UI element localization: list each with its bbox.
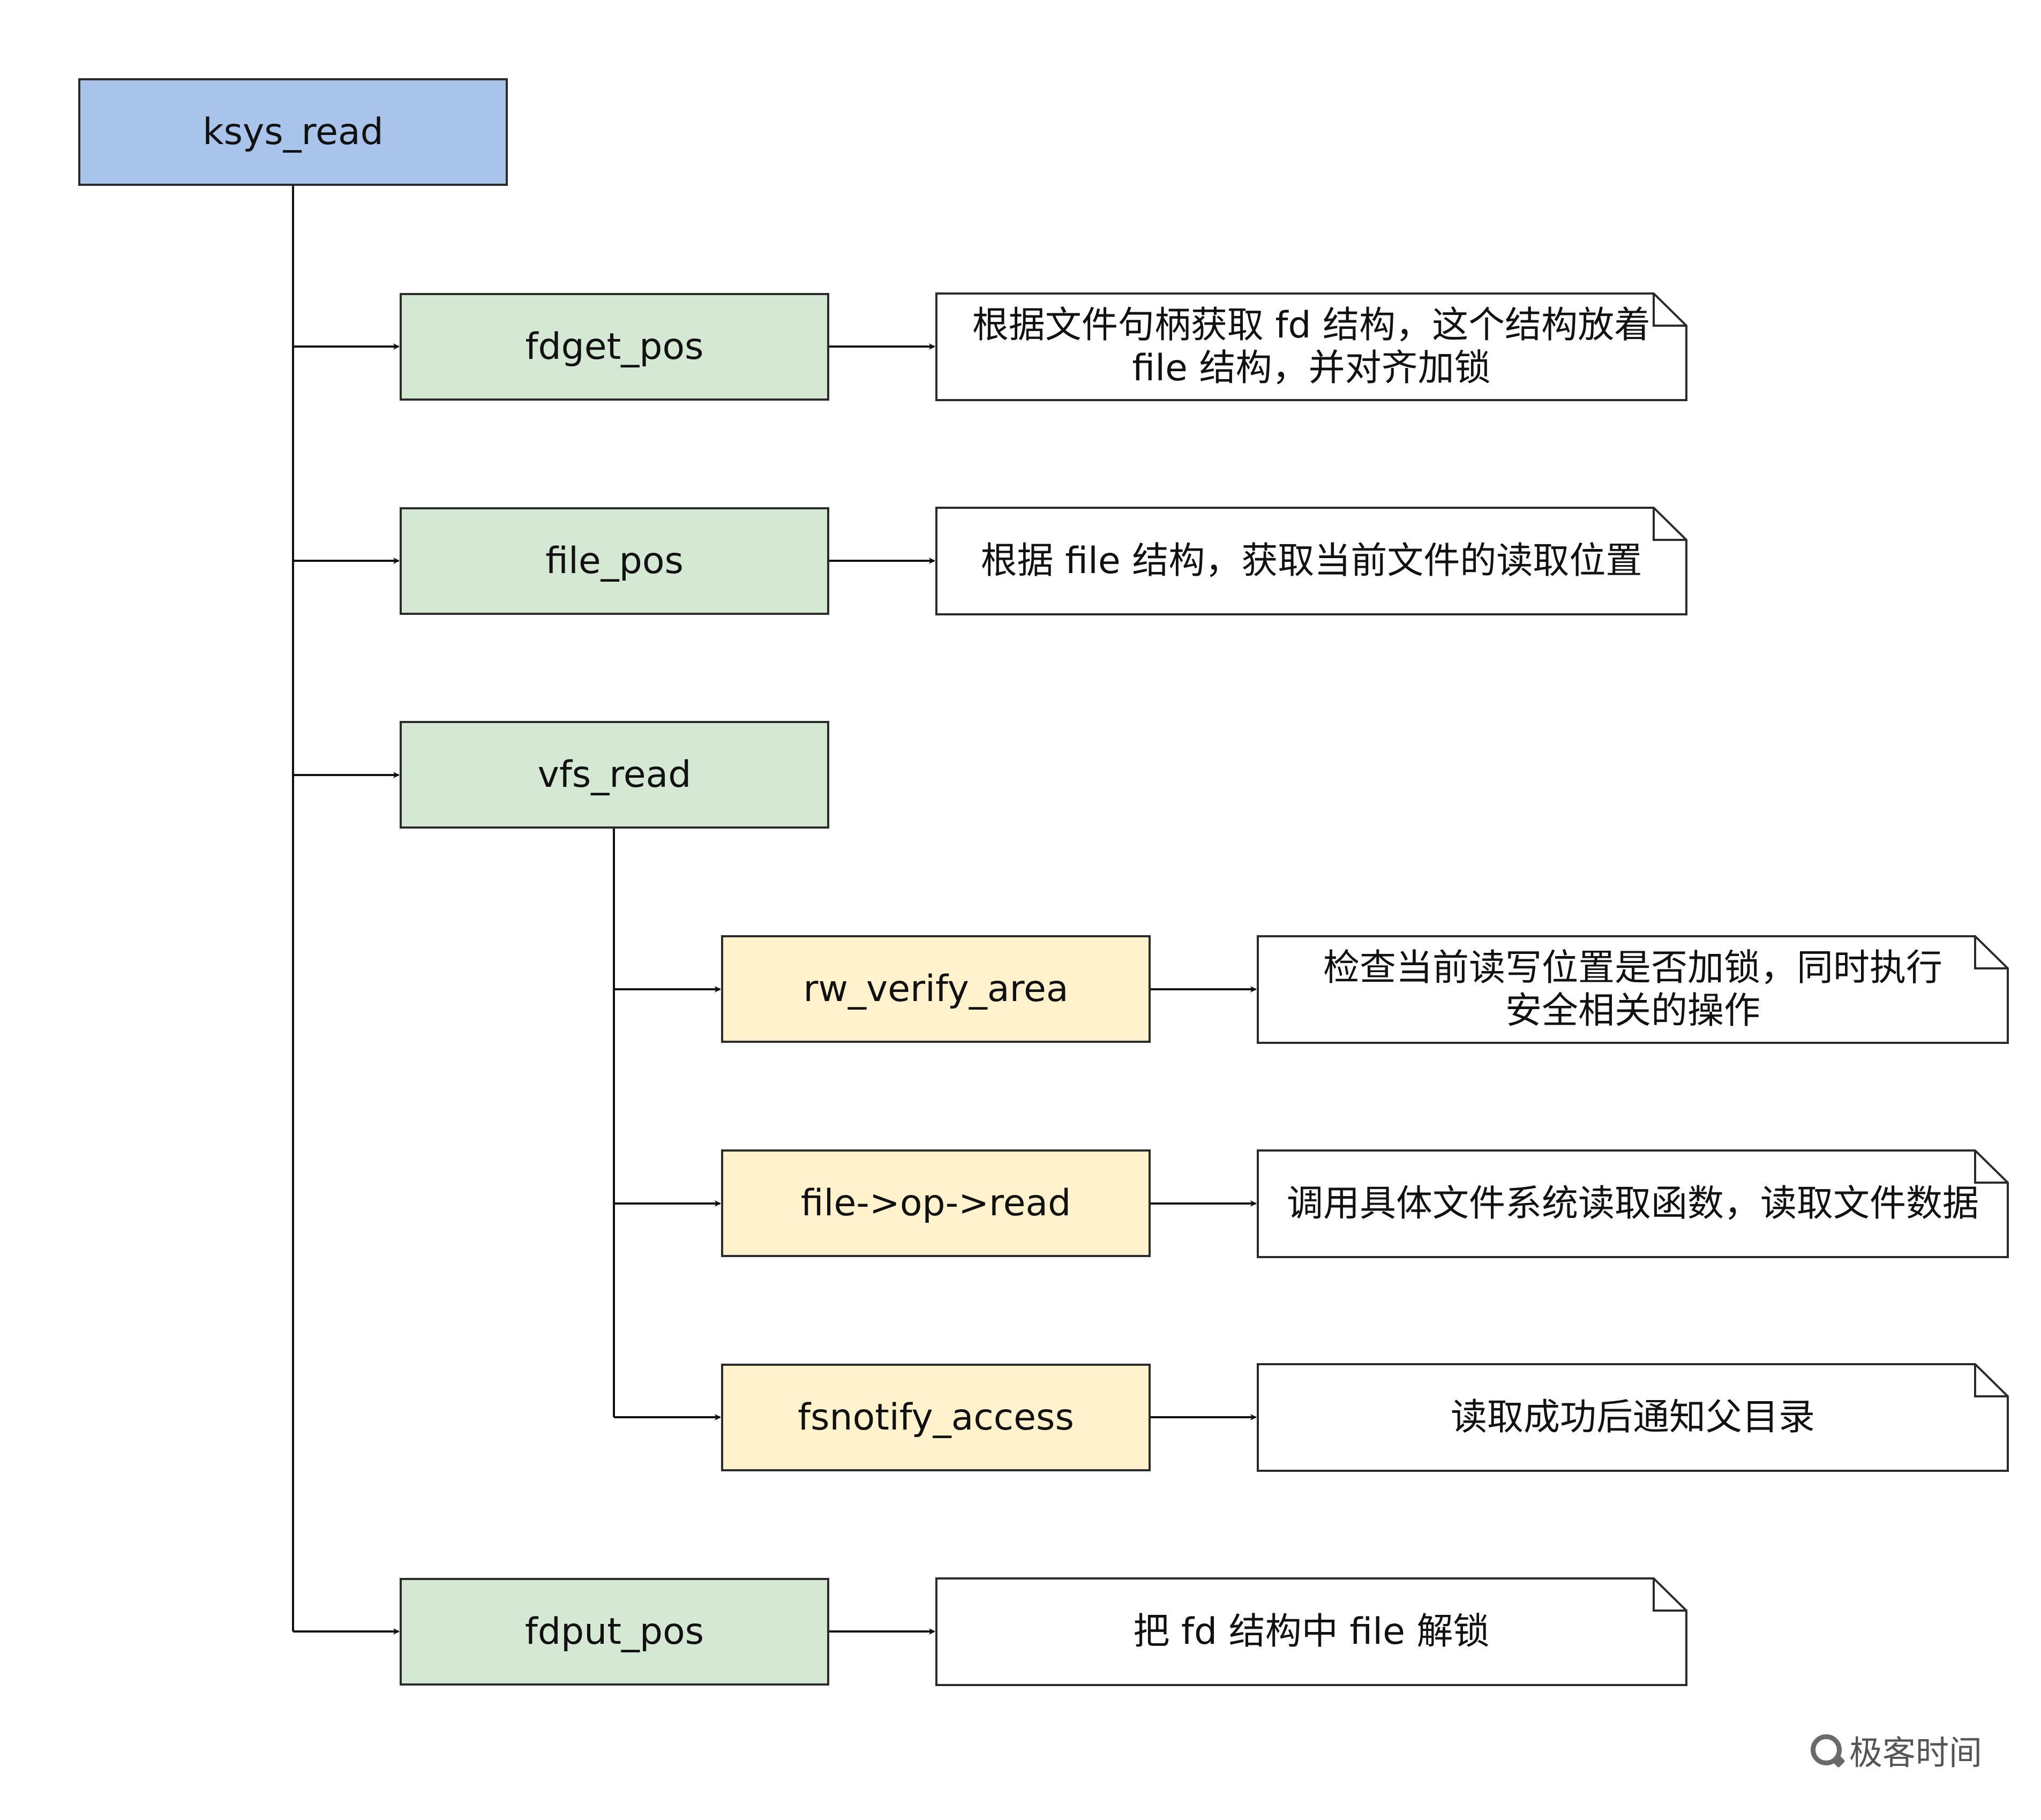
note-file-op-read: 调用具体文件系统读取函数，读取文件数据 xyxy=(1260,1153,2006,1255)
note-file-pos-line-1: 根据 file 结构，获取当前文件的读取位置 xyxy=(980,539,1642,582)
note-rw-verify-area-line-2: 安全相关的操作 xyxy=(1505,989,1760,1032)
note-fdput-pos: 把 fd 结构中 file 解锁 xyxy=(939,1581,1684,1683)
note-shape-fdget-pos xyxy=(935,292,1687,401)
note-file-op-read-line-1: 调用具体文件系统读取函数，读取文件数据 xyxy=(1286,1182,1979,1225)
note-shape-fsnotify-access xyxy=(1257,1363,2009,1472)
brand-logo: 极客时间 xyxy=(1811,1726,1982,1774)
node-vfs-read: vfs_read xyxy=(400,721,829,829)
note-fdget-pos: 根据文件句柄获取 fd 结构，这个结构放着 file 结构，并对齐加锁 xyxy=(939,296,1684,398)
note-fdput-pos-line-1: 把 fd 结构中 file 解锁 xyxy=(1133,1610,1490,1653)
note-shape-rw-verify-area xyxy=(1257,935,2009,1044)
note-fsnotify-access-line-1: 读取成功后通知父目录 xyxy=(1450,1396,1815,1439)
note-fdget-pos-line-1: 根据文件句柄获取 fd 结构，这个结构放着 xyxy=(972,304,1651,347)
logo-icon xyxy=(1811,1734,1842,1765)
note-fsnotify-access: 读取成功后通知父目录 xyxy=(1260,1366,2006,1469)
node-ksys-read: ksys_read xyxy=(78,78,508,186)
node-rw-verify-area: rw_verify_area xyxy=(721,935,1151,1043)
note-file-pos: 根据 file 结构，获取当前文件的读取位置 xyxy=(939,510,1684,612)
node-fsnotify-access: fsnotify_access xyxy=(721,1364,1151,1471)
note-rw-verify-area: 检查当前读写位置是否加锁，同时执行 安全相关的操作 xyxy=(1260,938,2006,1041)
node-fdget-pos: fdget_pos xyxy=(400,293,829,401)
node-fdput-pos: fdput_pos xyxy=(400,1578,829,1686)
logo-text: 极客时间 xyxy=(1849,1733,1983,1772)
node-file-pos: file_pos xyxy=(400,507,829,615)
note-fdget-pos-line-2: file 结构，并对齐加锁 xyxy=(1132,347,1491,389)
note-rw-verify-area-line-1: 检查当前读写位置是否加锁，同时执行 xyxy=(1323,946,1942,989)
node-file-op-read: file->op->read xyxy=(721,1149,1151,1257)
note-shape-file-op-read xyxy=(1257,1149,2009,1258)
note-shape-fdput-pos xyxy=(935,1577,1687,1686)
note-shape-file-pos xyxy=(935,507,1687,615)
